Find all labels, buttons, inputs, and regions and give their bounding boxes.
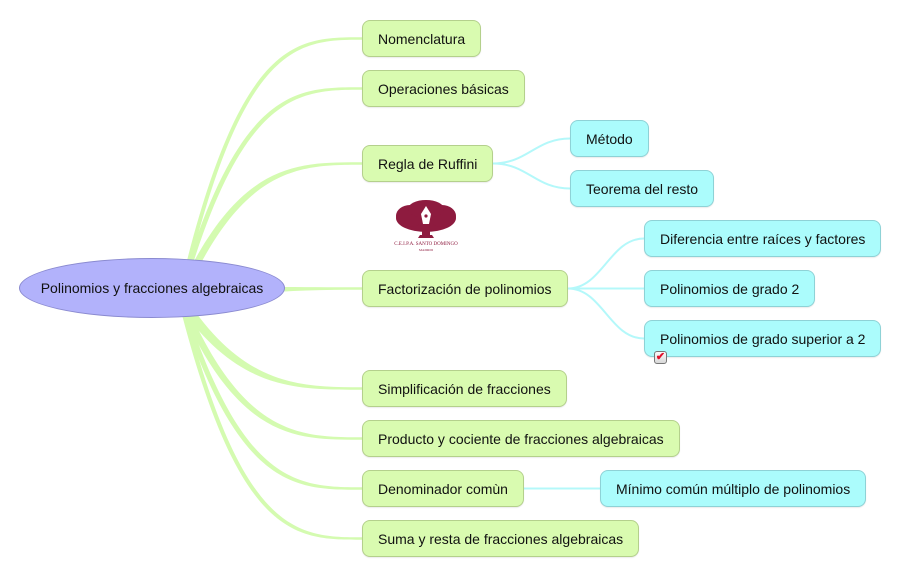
subtopic-label: Diferencia entre raíces y factores bbox=[660, 230, 866, 247]
subbranch-line bbox=[567, 237, 645, 290]
subtopic-diferencia-raices-factores[interactable]: Diferencia entre raíces y factores bbox=[644, 220, 882, 257]
topic-label: Nomenclatura bbox=[378, 30, 466, 47]
topic-nomenclatura[interactable]: Nomenclatura bbox=[362, 20, 482, 57]
check-mark: ✔ bbox=[655, 351, 666, 363]
branch-line bbox=[180, 162, 362, 307]
logo-subcaption: MADRID bbox=[419, 248, 434, 252]
subtopic-label: Polinomios de grado 2 bbox=[660, 280, 800, 297]
subbranch-line bbox=[492, 162, 571, 190]
topic-factorizacion-de-polinomios[interactable]: Factorización de polinomios bbox=[362, 270, 568, 307]
central-topic[interactable]: Polinomios y fracciones algebraicas bbox=[19, 258, 285, 318]
branch-line bbox=[180, 289, 362, 540]
subtopic-teorema-del-resto[interactable]: Teorema del resto bbox=[570, 170, 715, 207]
topic-regla-de-ruffini[interactable]: Regla de Ruffini bbox=[362, 145, 494, 182]
topic-label: Suma y resta de fracciones algebraicas bbox=[378, 530, 624, 547]
subtopic-polinomios-grado-superior[interactable]: Polinomios de grado superior a 2 bbox=[644, 320, 882, 357]
topic-label: Simplificación de fracciones bbox=[378, 380, 551, 397]
subtopic-label: Mínimo común múltiplo de polinomios bbox=[616, 480, 851, 497]
branch-line bbox=[180, 37, 362, 308]
branch-line bbox=[180, 87, 362, 307]
subbranch-line bbox=[492, 137, 571, 165]
subtopic-polinomios-grado-2[interactable]: Polinomios de grado 2 bbox=[644, 270, 816, 307]
subtopic-minimo-comun-multiplo[interactable]: Mínimo común múltiplo de polinomios bbox=[600, 470, 867, 507]
subtopic-label: Polinomios de grado superior a 2 bbox=[660, 330, 866, 347]
subtopic-metodo[interactable]: Método bbox=[570, 120, 649, 157]
subbranch-line bbox=[567, 287, 645, 340]
topic-suma-y-resta[interactable]: Suma y resta de fracciones algebraicas bbox=[362, 520, 640, 557]
branch-line bbox=[180, 289, 362, 390]
topic-label: Producto y cociente de fracciones algebr… bbox=[378, 430, 664, 447]
task-done-checkbox-icon[interactable]: ✔ bbox=[654, 351, 667, 364]
topic-denominador-comun[interactable]: Denominador comùn bbox=[362, 470, 524, 507]
topic-label: Factorización de polinomios bbox=[378, 280, 552, 297]
topic-producto-y-cociente[interactable]: Producto y cociente de fracciones algebr… bbox=[362, 420, 680, 457]
school-logo: C.E.I.P.A. SANTO DOMINGO MADRID bbox=[394, 200, 458, 252]
topic-label: Regla de Ruffini bbox=[378, 155, 478, 172]
topic-label: Operaciones básicas bbox=[378, 80, 509, 97]
branch-line bbox=[180, 289, 362, 490]
subtopic-label: Teorema del resto bbox=[586, 180, 699, 197]
branch-line bbox=[180, 289, 362, 440]
topic-operaciones-basicas[interactable]: Operaciones básicas bbox=[362, 70, 525, 107]
topic-label: Denominador comùn bbox=[378, 480, 508, 497]
topic-simplificacion-de-fracciones[interactable]: Simplificación de fracciones bbox=[362, 370, 567, 407]
logo-caption: C.E.I.P.A. SANTO DOMINGO bbox=[394, 242, 458, 247]
subtopic-label: Método bbox=[586, 130, 633, 147]
central-topic-label: Polinomios y fracciones algebraicas bbox=[40, 280, 264, 296]
